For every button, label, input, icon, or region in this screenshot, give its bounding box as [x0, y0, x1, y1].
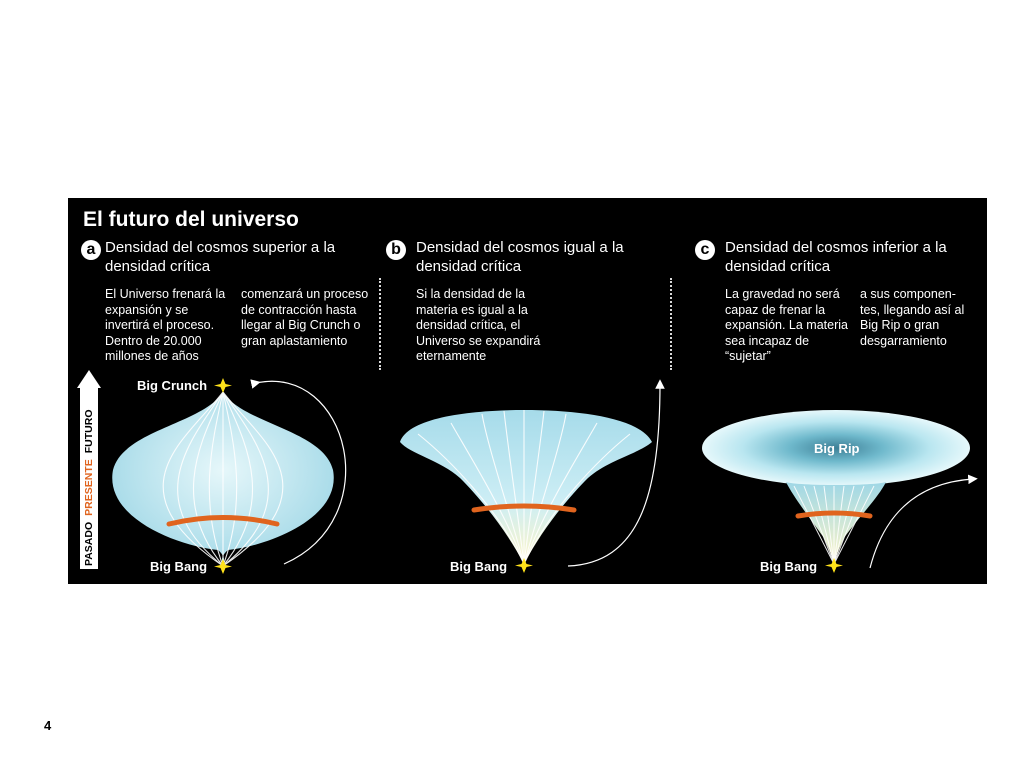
big-bang-label-c: Big Bang — [760, 559, 818, 574]
big-crunch-star-icon — [214, 378, 232, 393]
case-c-text-col2: a sus componen-tes, llegando así al Big … — [860, 287, 965, 348]
case-c-text-col1: La gravedad no será capaz de frenar la e… — [725, 287, 848, 363]
present-label: PRESENTE — [83, 459, 95, 516]
separator-ab — [379, 278, 383, 370]
big-bang-star-icon-c — [825, 558, 843, 573]
separator-bc — [670, 278, 674, 370]
recollapse-arrow — [250, 379, 347, 565]
case-b-text-col1: Si la densidad de la materia es igual a … — [416, 287, 541, 363]
case-b-heading: Densidad del cosmos igual a la densidad … — [416, 239, 624, 275]
time-axis — [77, 370, 101, 569]
infographic-panel: El futuro del universo — [68, 198, 987, 584]
time-axis-bar — [80, 386, 98, 569]
present-line-a — [166, 515, 280, 527]
case-b-badge: b — [386, 240, 406, 260]
page-number: 4 — [44, 718, 52, 733]
expansion-arrow-b — [567, 379, 665, 567]
big-bang-label-a: Big Bang — [150, 559, 208, 574]
stars — [214, 378, 843, 574]
infographic-title: El futuro del universo — [83, 208, 299, 231]
present-line-c — [795, 510, 873, 519]
big-rip-label: Big Rip — [814, 441, 860, 456]
big-crunch-label: Big Crunch — [137, 378, 208, 393]
case-c-badge: c — [695, 240, 715, 260]
big-bang-label-b: Big Bang — [450, 559, 508, 574]
flat-universe-shape — [400, 379, 665, 567]
time-axis-arrowhead — [77, 370, 101, 388]
case-a-badge: a — [81, 240, 101, 260]
big-bang-star-icon-b — [515, 558, 533, 573]
expansion-arrow-c — [869, 474, 978, 569]
flat-universe-body — [400, 410, 652, 564]
big-bang-star-icon-a — [214, 559, 232, 574]
time-axis-labels: PASADO PRESENTE FUTURO — [80, 383, 98, 569]
case-a-text-col2: comenzará un proceso de contracción hast… — [241, 287, 369, 348]
case-a-heading: Densidad del cosmos superior a la densid… — [105, 239, 336, 275]
case-c-heading: Densidad del cosmos inferior a la densid… — [725, 239, 947, 275]
open-universe-shape — [702, 410, 978, 569]
big-rip-disc — [702, 410, 970, 486]
future-label: FUTURO — [83, 409, 95, 454]
closed-universe-shape — [112, 379, 347, 567]
diagram-art — [77, 370, 978, 574]
past-label: PASADO — [83, 521, 95, 566]
open-universe-funnel — [786, 482, 886, 564]
present-line-b — [471, 503, 577, 513]
case-a-text-col1: El Universo frenará la expansión y se in… — [105, 287, 226, 363]
